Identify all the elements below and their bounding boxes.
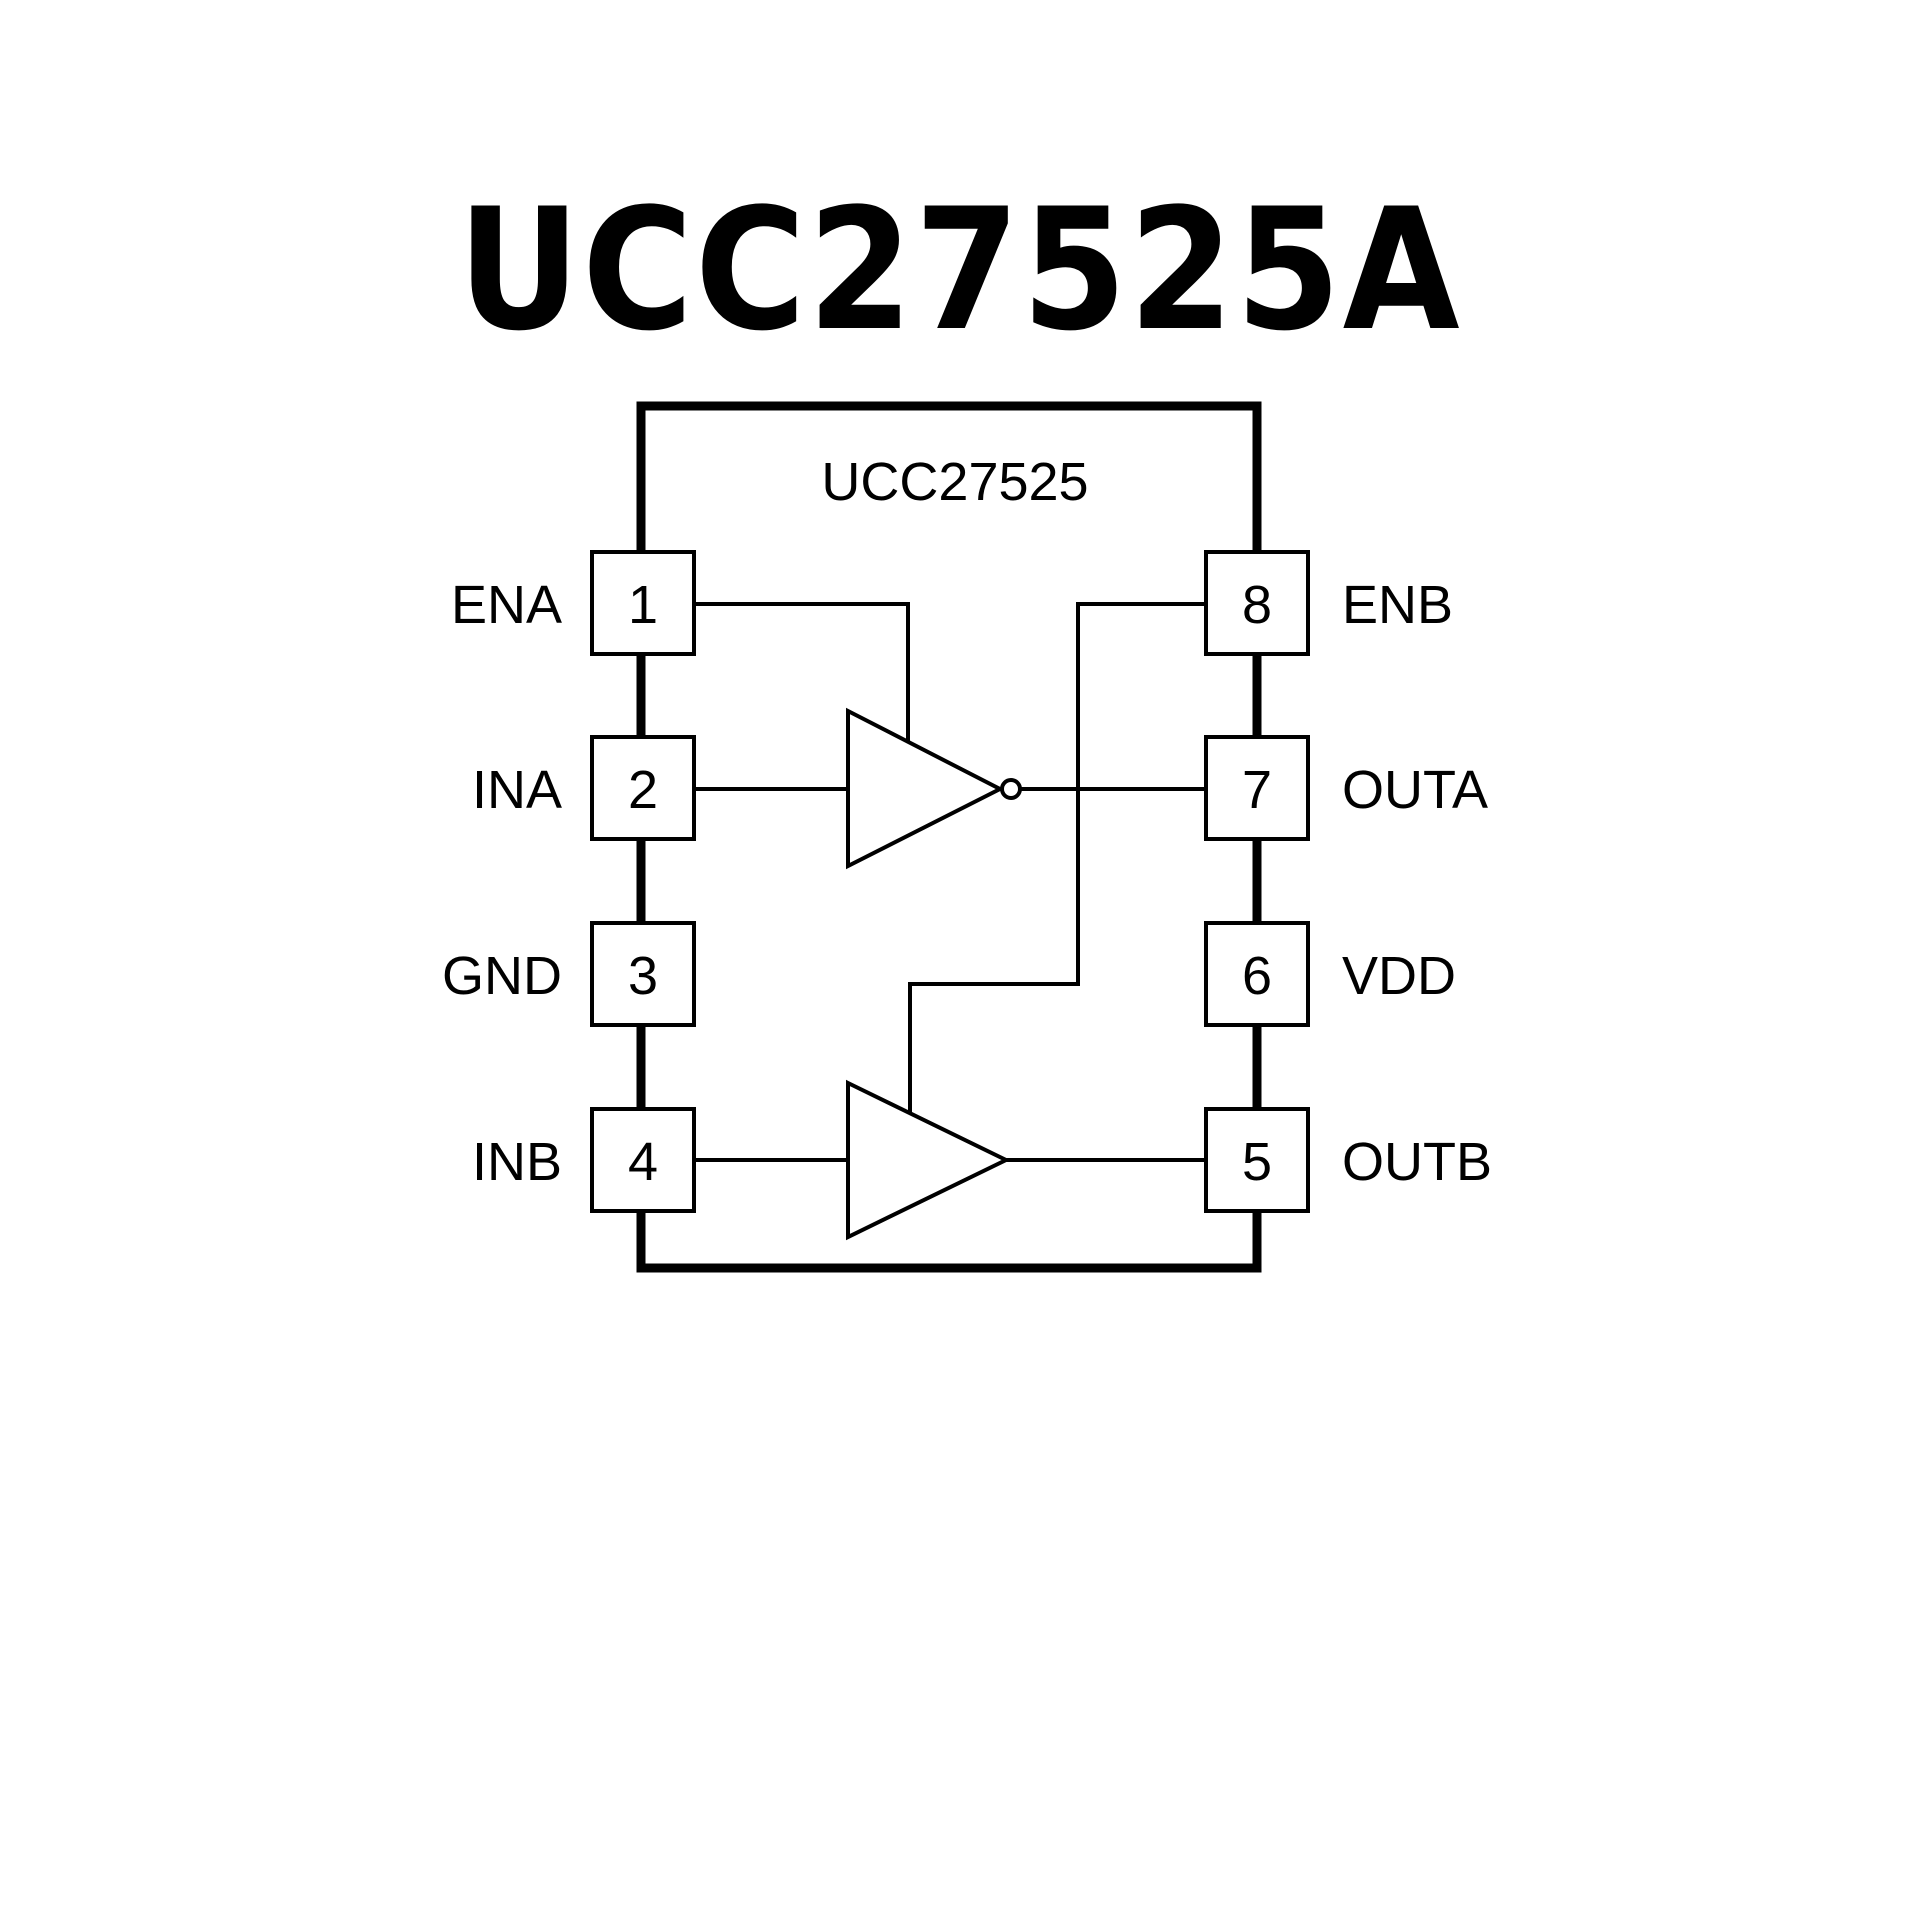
pin-number: 3 xyxy=(628,946,658,1006)
page-title: UCC27525A xyxy=(457,172,1462,368)
gate-a-triangle xyxy=(846,707,1005,870)
wire-enb xyxy=(908,602,1206,1107)
pin-name: OUTB xyxy=(1342,1132,1492,1192)
pin-6: 6 VDD xyxy=(1204,921,1456,1027)
pin-name: ENB xyxy=(1342,575,1453,635)
pin-2: 2 INA xyxy=(472,735,696,841)
pin-8: 8 ENB xyxy=(1204,550,1453,656)
pin-1: 1 ENA xyxy=(451,550,696,656)
pin-box xyxy=(590,921,696,1027)
pin-box xyxy=(590,1107,696,1213)
gate-a-inversion-bubble xyxy=(1000,778,1022,800)
pin-number: 8 xyxy=(1242,575,1272,635)
pin-7: 7 OUTA xyxy=(1204,735,1488,841)
pin-number: 2 xyxy=(628,760,658,820)
pin-box xyxy=(1204,1107,1310,1213)
package-label: UCC27525 xyxy=(821,452,1088,512)
gate-b-triangle xyxy=(846,1079,1011,1241)
pin-box xyxy=(1204,921,1310,1027)
pin-box xyxy=(1204,550,1310,656)
pin-name: OUTA xyxy=(1342,760,1488,820)
pin-number: 1 xyxy=(628,575,658,635)
pin-number: 7 xyxy=(1242,760,1272,820)
pin-name: GND xyxy=(442,946,562,1006)
pin-box xyxy=(1204,735,1310,841)
pin-5: 5 OUTB xyxy=(1204,1107,1492,1213)
pin-box xyxy=(590,735,696,841)
pin-number: 4 xyxy=(628,1132,658,1192)
pin-box xyxy=(590,550,696,656)
pin-name: INB xyxy=(472,1132,562,1192)
pin-number: 5 xyxy=(1242,1132,1272,1192)
pin-name: ENA xyxy=(451,575,562,635)
pin-name: INA xyxy=(472,760,562,820)
pin-4: 4 INB xyxy=(472,1107,696,1213)
wire-ena xyxy=(694,602,910,735)
pin-number: 6 xyxy=(1242,946,1272,1006)
pin-3: 3 GND xyxy=(442,921,696,1027)
pin-name: VDD xyxy=(1342,946,1456,1006)
